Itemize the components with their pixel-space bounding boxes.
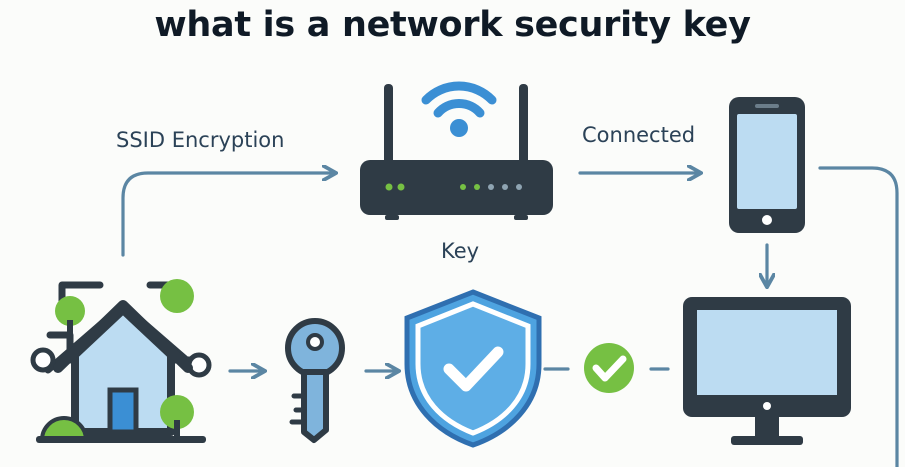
router-icon <box>360 81 553 220</box>
check-icon <box>584 343 634 393</box>
connectors <box>121 166 899 467</box>
label-ssid-encryption: SSID Encryption <box>116 128 285 152</box>
wifi-signal-icon <box>421 81 497 105</box>
diagram-title: what is a network security key <box>154 5 751 45</box>
monitor-icon <box>683 297 851 445</box>
key-icon <box>285 318 345 443</box>
security-shield-icon <box>404 289 542 448</box>
phone-side-link <box>818 166 899 467</box>
label-connected: Connected <box>582 123 696 147</box>
smartphone-icon <box>729 97 805 233</box>
house-to-router-arrow <box>121 173 333 257</box>
house-network-icon <box>30 279 212 443</box>
label-key: Key <box>441 239 480 263</box>
